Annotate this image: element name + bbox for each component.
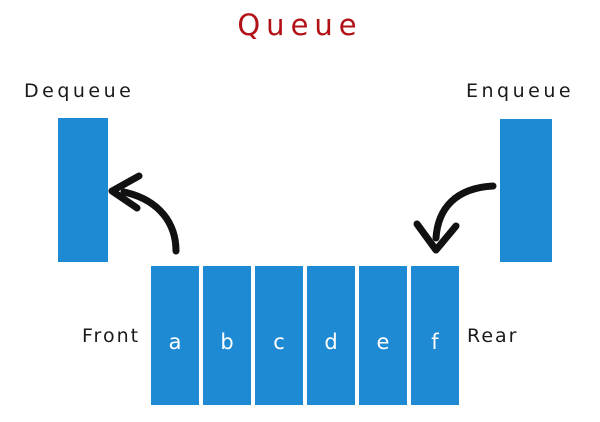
dequeue-label: Dequeue	[24, 80, 135, 102]
queue-cell-value: d	[324, 330, 338, 354]
queue-cell-value: e	[376, 330, 390, 354]
queue-cell: e	[359, 266, 407, 405]
queue-rear-label: Rear	[467, 325, 519, 347]
dequeue-output-bar	[58, 118, 108, 262]
enqueue-input-bar	[500, 119, 552, 262]
enqueue-label: Enqueue	[466, 80, 575, 102]
queue-cell: a	[151, 266, 199, 405]
queue-cell-value: b	[220, 330, 234, 354]
queue-cell-value: c	[273, 330, 285, 354]
page-title: Queue	[237, 8, 363, 42]
queue-cells: a b c d e f	[151, 266, 459, 405]
queue-cell-value: a	[168, 330, 182, 354]
queue-front-label: Front	[82, 325, 141, 347]
dequeue-arrow-icon	[108, 172, 180, 255]
queue-cell: d	[307, 266, 355, 405]
queue-cell: c	[255, 266, 303, 405]
queue-cell-value: f	[431, 330, 439, 354]
enqueue-arrow-icon	[413, 182, 497, 254]
queue-cell: f	[411, 266, 459, 405]
queue-cell: b	[203, 266, 251, 405]
